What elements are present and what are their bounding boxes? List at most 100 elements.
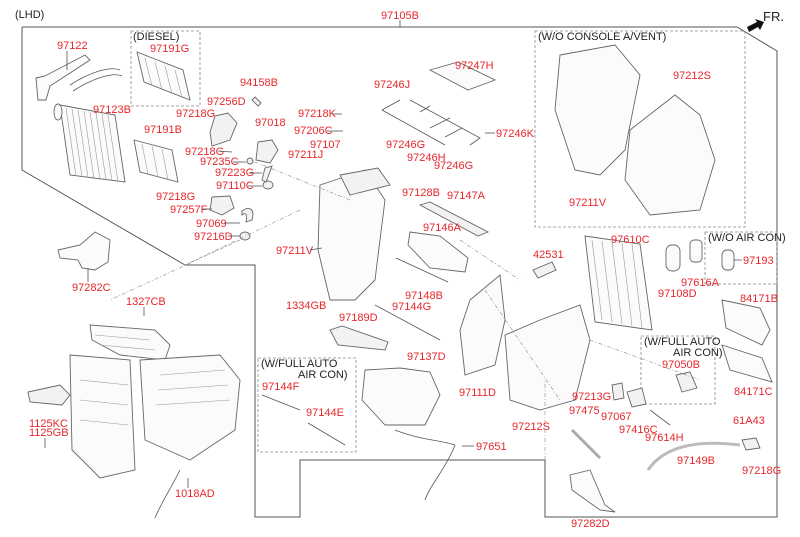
part-label-42531[interactable]: 42531 bbox=[533, 249, 564, 261]
part-label-97105B[interactable]: 97105B bbox=[381, 10, 419, 22]
part-label-97069[interactable]: 97069 bbox=[196, 218, 227, 230]
part-drawing-97212S bbox=[504, 304, 591, 411]
part-label-97475[interactable]: 97475 bbox=[569, 405, 600, 417]
part-label-97018[interactable]: 97018 bbox=[255, 117, 286, 129]
part-label-97212S[interactable]: 97212S bbox=[512, 421, 550, 433]
group-title-wfull-auto-left-2: AIR CON) bbox=[298, 369, 348, 381]
part-label-1125GB[interactable]: 1125GB bbox=[29, 427, 69, 439]
part-label-97246G-b[interactable]: 97246G bbox=[434, 160, 473, 172]
part-label-97247H[interactable]: 97247H bbox=[455, 60, 494, 72]
part-label-97128B[interactable]: 97128B bbox=[402, 187, 440, 199]
part-drawing-97147A bbox=[418, 201, 490, 237]
part-label-97218K[interactable]: 97218K bbox=[298, 108, 337, 120]
part-label-61A43[interactable]: 61A43 bbox=[733, 415, 765, 427]
part-label-97616A[interactable]: 97616A bbox=[681, 277, 720, 289]
part-label-97257F[interactable]: 97257F bbox=[170, 204, 208, 216]
part-label-84171B[interactable]: 84171B bbox=[740, 293, 778, 305]
group-title-wfull-auto-right-1: (W/FULL AUTO bbox=[644, 336, 721, 348]
part-drawing-97475 bbox=[570, 428, 602, 460]
group-box-wfull-auto-right bbox=[640, 335, 716, 405]
part-label-97246J[interactable]: 97246J bbox=[374, 79, 410, 91]
part-label-97110C[interactable]: 97110C bbox=[216, 180, 254, 192]
part-label-97211V[interactable]: 97211V bbox=[276, 245, 314, 257]
part-label-97144E[interactable]: 97144E bbox=[306, 407, 344, 419]
part-label-97218G-d[interactable]: 97218G bbox=[742, 465, 781, 477]
part-label-97067[interactable]: 97067 bbox=[601, 411, 632, 423]
part-label-97050B[interactable]: 97050B bbox=[662, 359, 700, 371]
part-label-97122[interactable]: 97122 bbox=[57, 40, 88, 52]
part-label-97191B[interactable]: 97191B bbox=[144, 124, 182, 136]
group-title-diesel: (DIESEL) bbox=[133, 31, 179, 43]
group-title-wo-air-con: (W/O AIR CON) bbox=[708, 232, 786, 244]
part-label-97212S-alt[interactable]: 97212S bbox=[673, 70, 711, 82]
part-label-94158B[interactable]: 94158B bbox=[240, 77, 278, 89]
part-label-97211V-alt[interactable]: 97211V bbox=[569, 197, 607, 209]
part-label-97147A[interactable]: 97147A bbox=[447, 190, 486, 202]
part-label-1018AD[interactable]: 1018AD bbox=[175, 488, 215, 500]
part-label-97189D[interactable]: 97189D bbox=[339, 312, 378, 324]
part-drawing-97256D bbox=[209, 112, 238, 147]
part-drawing-97018 bbox=[255, 139, 279, 164]
part-label-97218G-a[interactable]: 97218G bbox=[176, 108, 215, 120]
part-labels: 97122 97191G 97123B 97191B 97218G 97256D… bbox=[29, 40, 781, 530]
front-arrow-icon bbox=[747, 19, 764, 32]
part-label-97137D[interactable]: 97137D bbox=[407, 351, 446, 363]
part-label-97123B[interactable]: 97123B bbox=[93, 104, 131, 116]
part-label-97246K[interactable]: 97246K bbox=[496, 128, 535, 140]
part-label-97144F[interactable]: 97144F bbox=[262, 381, 300, 393]
group-box-wfull-auto-left bbox=[257, 357, 357, 453]
part-label-1327CB[interactable]: 1327CB bbox=[126, 296, 166, 308]
part-label-97651[interactable]: 97651 bbox=[476, 441, 507, 453]
part-drawing-97212S-alt bbox=[624, 94, 716, 216]
header-lhd: (LHD) bbox=[15, 9, 44, 21]
group-box-diesel bbox=[130, 30, 201, 107]
part-drawing-97282C bbox=[57, 231, 111, 271]
part-label-97282C[interactable]: 97282C bbox=[72, 282, 111, 294]
part-drawing-84171C bbox=[721, 344, 773, 383]
part-label-84171C[interactable]: 84171C bbox=[734, 386, 773, 398]
part-label-97213G[interactable]: 97213G bbox=[572, 391, 611, 403]
part-label-97223G[interactable]: 97223G bbox=[215, 167, 254, 179]
part-drawing-97651 bbox=[394, 429, 456, 501]
part-label-97416C[interactable]: 97416C bbox=[619, 424, 658, 436]
part-label-97108D[interactable]: 97108D bbox=[658, 288, 697, 300]
part-drawing-97416C bbox=[626, 387, 647, 408]
part-label-97211J[interactable]: 97211J bbox=[288, 149, 323, 161]
part-label-97191G[interactable]: 97191G bbox=[150, 43, 189, 55]
part-drawing-97614H bbox=[649, 409, 671, 426]
part-drawing-97193 bbox=[721, 249, 735, 271]
part-drawing-61A43 bbox=[741, 437, 761, 451]
part-drawing-97144E bbox=[307, 422, 346, 446]
part-label-97107[interactable]: 97107 bbox=[310, 139, 341, 151]
part-drawing-42531 bbox=[532, 261, 557, 279]
front-direction-marker: FR. bbox=[747, 9, 784, 32]
part-label-97614H[interactable]: 97614H bbox=[645, 432, 684, 444]
part-label-97144G[interactable]: 97144G bbox=[392, 301, 431, 313]
part-label-97235C[interactable]: 97235C bbox=[200, 156, 239, 168]
part-drawing-97111D bbox=[459, 274, 506, 376]
part-label-97246G-a[interactable]: 97246G bbox=[386, 139, 425, 151]
part-label-97149B[interactable]: 97149B bbox=[677, 455, 715, 467]
part-drawing-97149B bbox=[646, 441, 741, 471]
part-label-97193[interactable]: 97193 bbox=[743, 255, 774, 267]
part-drawing-97211V-alt bbox=[554, 44, 641, 176]
part-label-97216D[interactable]: 97216D bbox=[194, 231, 233, 243]
part-label-1125KC[interactable]: 1125KC bbox=[29, 418, 68, 430]
part-drawing-97148B bbox=[395, 257, 449, 283]
assembly-pointer-lines bbox=[109, 159, 701, 460]
part-drawing-97191B bbox=[133, 139, 179, 183]
part-label-97206C[interactable]: 97206C bbox=[294, 125, 333, 137]
part-label-1334GB[interactable]: 1334GB bbox=[286, 300, 326, 312]
part-label-97610C[interactable]: 97610C bbox=[611, 234, 650, 246]
part-label-97146A[interactable]: 97146A bbox=[423, 222, 462, 234]
part-label-97218G-c[interactable]: 97218G bbox=[156, 191, 195, 203]
part-label-97282D[interactable]: 97282D bbox=[571, 518, 610, 530]
part-drawing-97122 bbox=[35, 54, 123, 101]
part-label-97246H[interactable]: 97246H bbox=[407, 152, 446, 164]
part-label-97256D[interactable]: 97256D bbox=[207, 96, 246, 108]
part-label-97148B[interactable]: 97148B bbox=[405, 290, 443, 302]
part-drawing-97610C bbox=[584, 235, 653, 331]
part-label-97218G-b[interactable]: 97218G bbox=[185, 146, 224, 158]
part-label-97111D[interactable]: 97111D bbox=[459, 387, 496, 399]
